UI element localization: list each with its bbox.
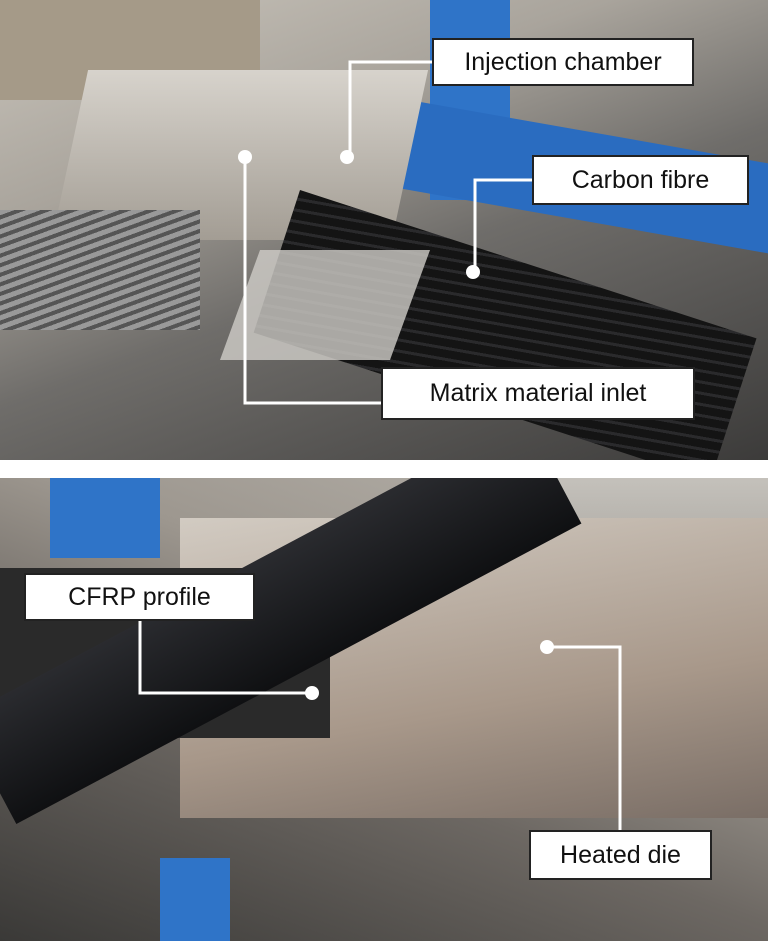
leader-injection-chamber [348, 60, 432, 157]
leader-heated-die [547, 645, 622, 830]
leader-cfrp-profile [138, 620, 312, 695]
label-carbon-fibre: Carbon fibre [532, 155, 749, 205]
leader-matrix-inlet [243, 157, 381, 405]
blue-frame [50, 478, 160, 558]
marker-dot [540, 640, 554, 654]
marker-dot [466, 265, 480, 279]
label-matrix-inlet: Matrix material inlet [381, 367, 695, 420]
blue-frame-leg [160, 858, 230, 941]
photo-heated-die [0, 478, 768, 941]
label-injection-chamber: Injection chamber [432, 38, 694, 86]
label-heated-die: Heated die [529, 830, 712, 880]
marker-dot [340, 150, 354, 164]
leader-carbon-fibre [473, 178, 532, 272]
marker-dot [305, 686, 319, 700]
grating [0, 210, 200, 330]
label-cfrp-profile: CFRP profile [24, 573, 255, 621]
marker-dot [238, 150, 252, 164]
